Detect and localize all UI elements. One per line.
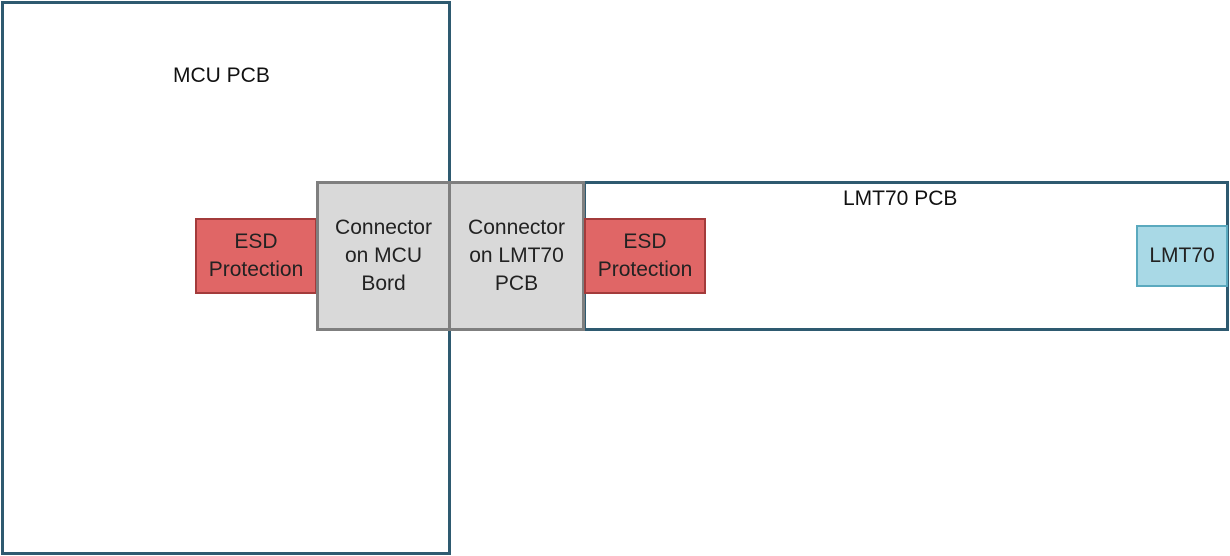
- lmt70-sensor: LMT70: [1136, 225, 1228, 287]
- esd-protection-mcu: ESD Protection: [195, 218, 317, 294]
- lmt70-sensor-label: LMT70: [1149, 244, 1215, 267]
- lmt70-pcb-label: LMT70 PCB: [843, 187, 958, 210]
- connector-lmt70-pcb: Connector on LMT70 PCB: [448, 181, 585, 331]
- esd-protection-lmt70: ESD Protection: [584, 218, 706, 294]
- connector-mcu-board: Connector on MCU Bord: [316, 181, 451, 331]
- mcu-pcb-label: MCU PCB: [173, 64, 270, 87]
- esd-protection-lmt70-label: ESD Protection: [597, 230, 693, 281]
- connector-mcu-label: Connector on MCU Bord: [335, 216, 432, 295]
- connector-lmt70-label: Connector on LMT70 PCB: [468, 216, 565, 295]
- esd-protection-mcu-label: ESD Protection: [208, 230, 304, 281]
